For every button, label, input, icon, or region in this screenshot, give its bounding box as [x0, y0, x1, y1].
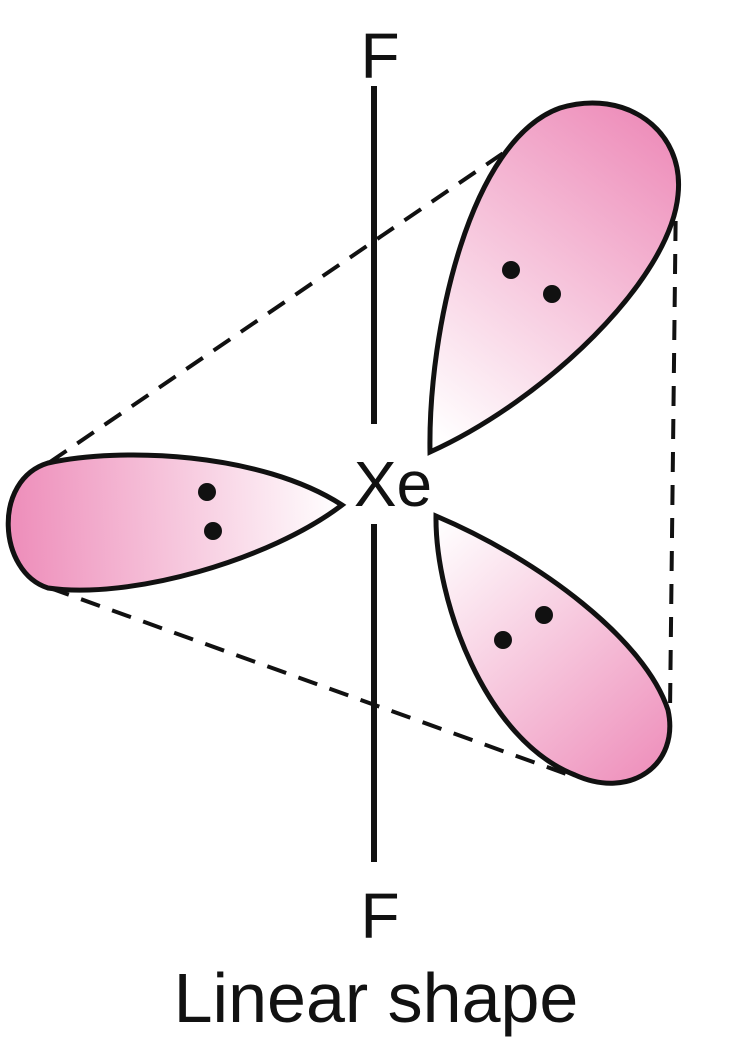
- electron-dot: [535, 606, 553, 624]
- dashed-triangle: [48, 126, 678, 778]
- lone-pair-electrons: [198, 261, 561, 649]
- fluorine-top-label: F: [360, 20, 399, 92]
- lone-pair-lobe-top: [427, 100, 682, 456]
- dashed-edge-right: [668, 187, 678, 713]
- lone-pair-lobes: [5, 100, 682, 786]
- lone-pair-lobe-left: [5, 452, 347, 593]
- xenon-label: Xe: [354, 448, 432, 520]
- lone-pair-lobe-bottom: [433, 512, 673, 786]
- electron-dot: [502, 261, 520, 279]
- dashed-edge-left-bottom: [49, 586, 573, 778]
- electron-dot: [494, 631, 512, 649]
- electron-dot: [543, 285, 561, 303]
- fluorine-bottom-label: F: [360, 880, 399, 952]
- electron-dot: [198, 483, 216, 501]
- diagram-caption: Linear shape: [174, 959, 579, 1037]
- electron-dot: [204, 522, 222, 540]
